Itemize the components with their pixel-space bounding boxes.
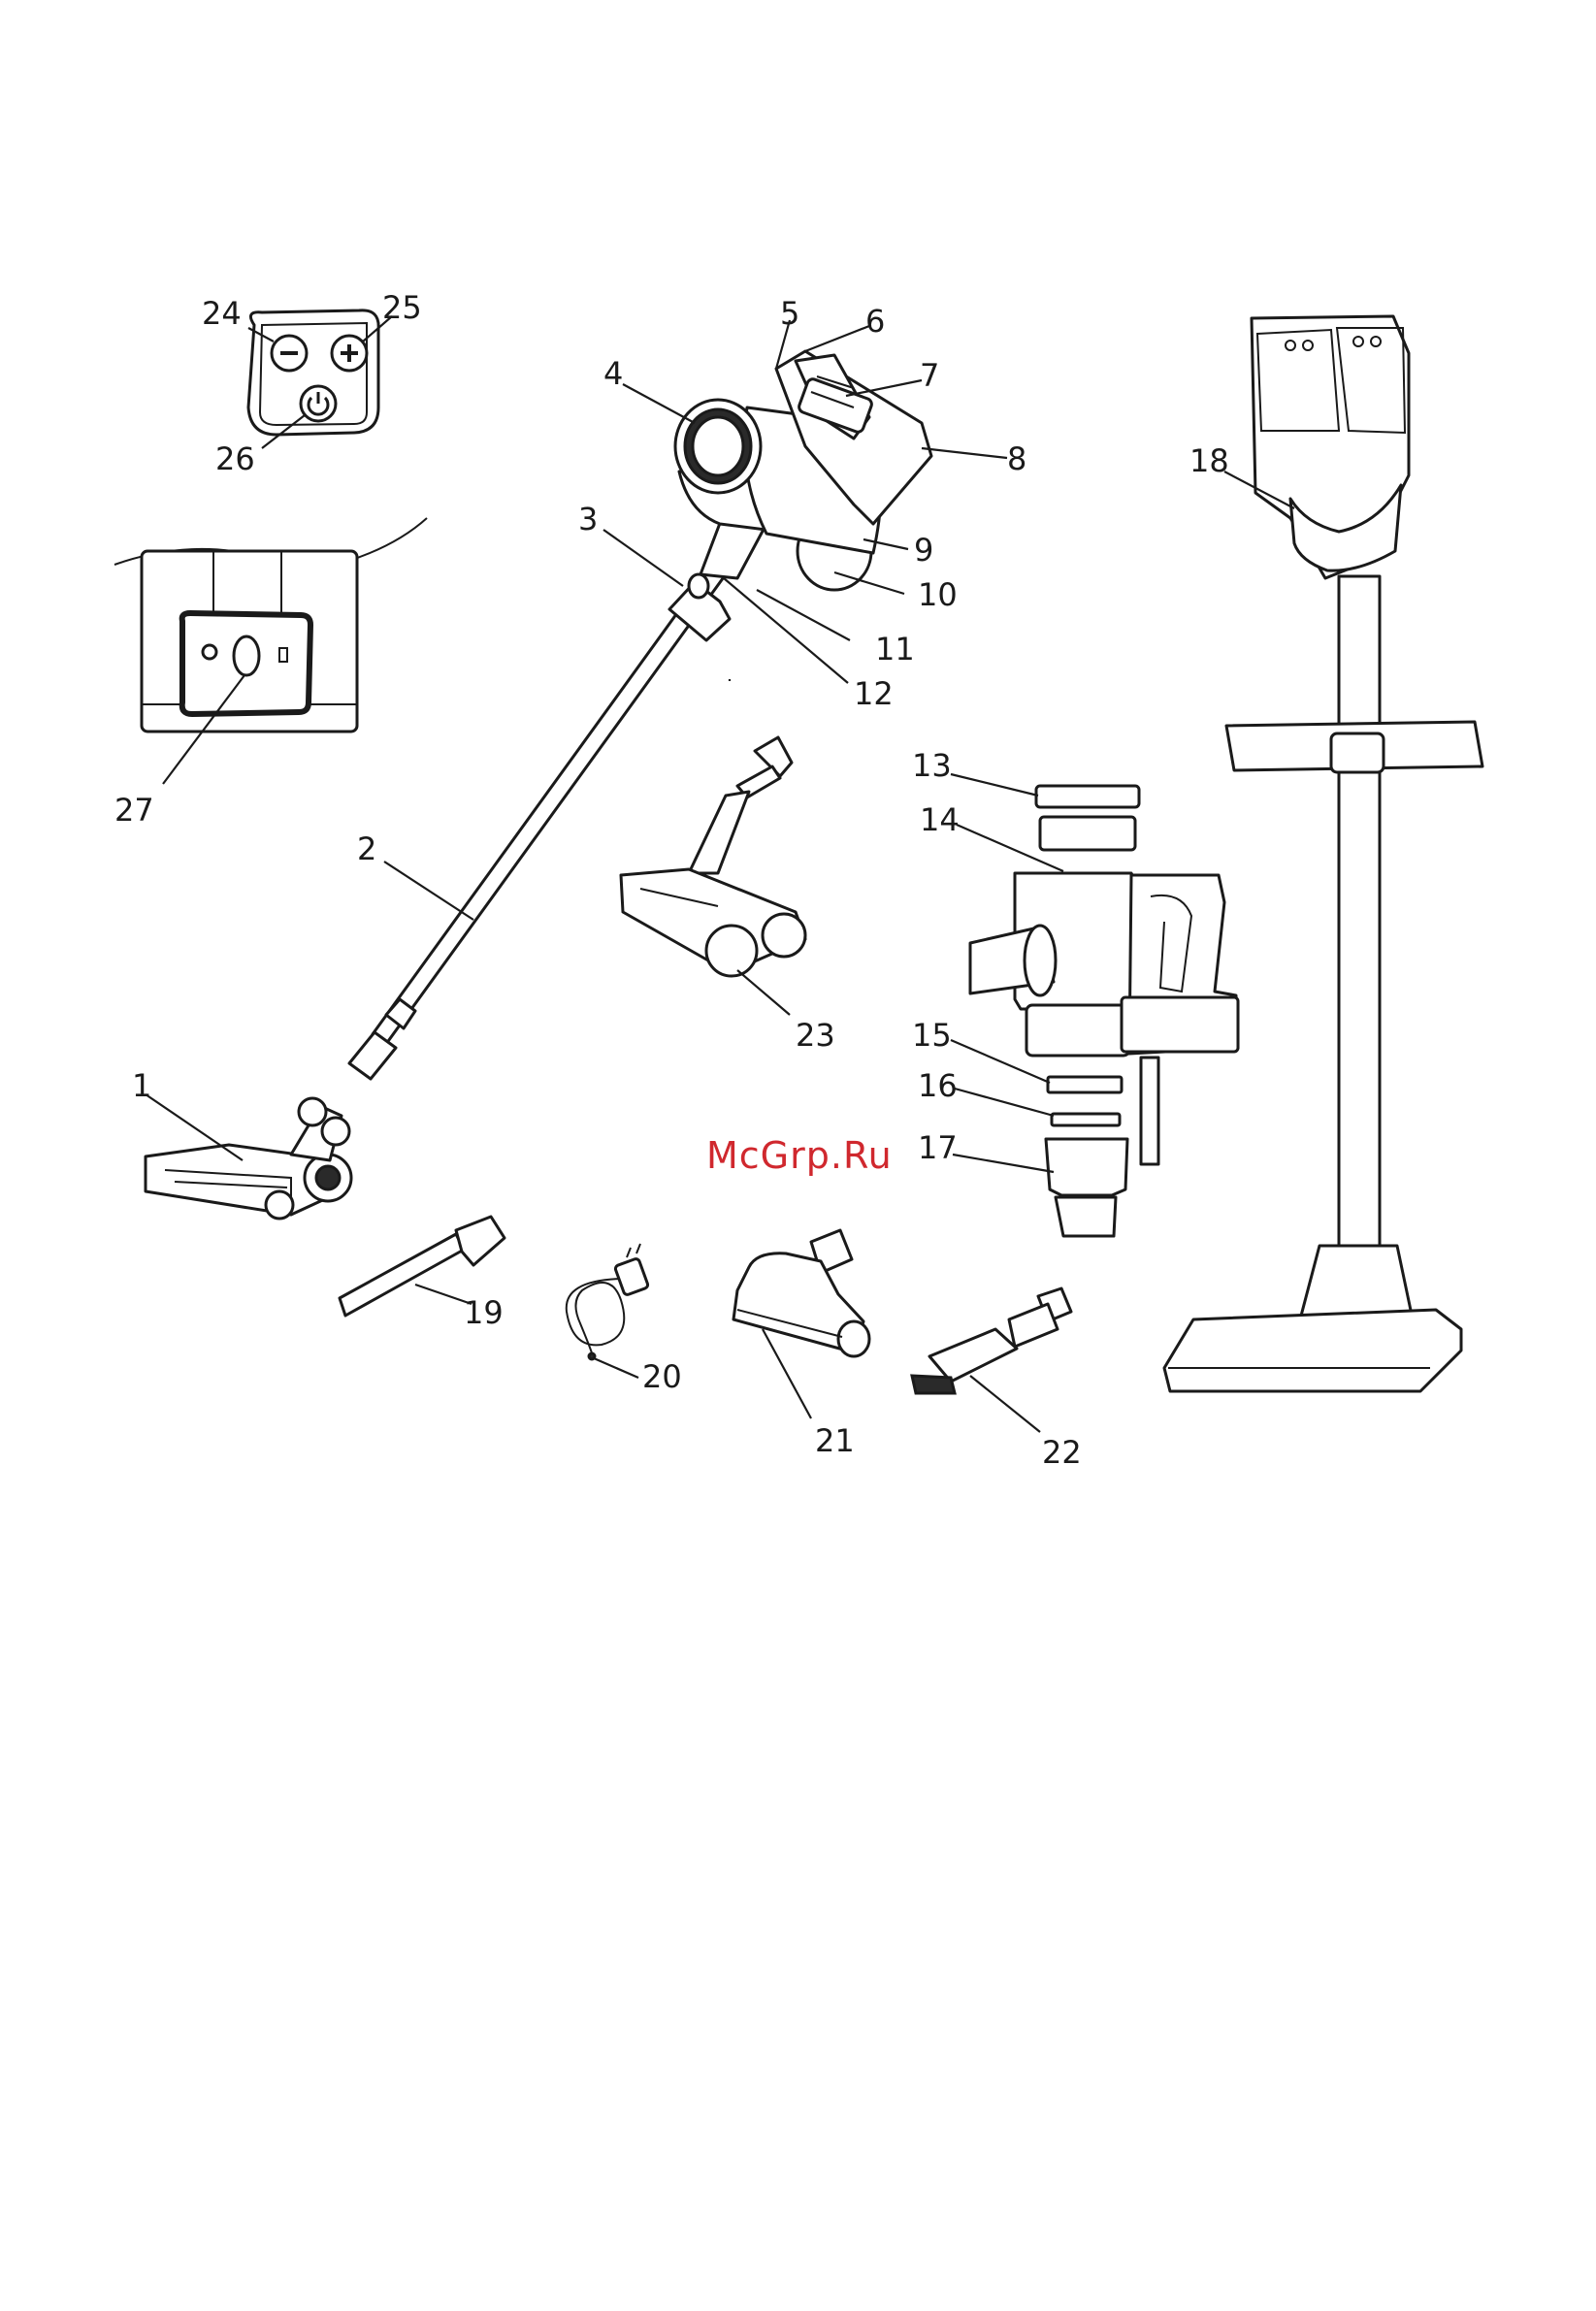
brush-tool-22: [912, 1288, 1071, 1393]
label-27: 27: [114, 792, 154, 829]
motor-body: [675, 351, 931, 598]
label-25: 25: [382, 289, 422, 326]
filter-assembly: [970, 786, 1238, 1236]
label-23: 23: [796, 1017, 835, 1054]
control-panel: [248, 310, 378, 435]
battery-closeup: [114, 518, 427, 732]
label-9: 9: [914, 532, 933, 569]
label-26: 26: [215, 440, 255, 477]
minus-button: [272, 336, 307, 371]
label-1: 1: [132, 1067, 151, 1104]
label-7: 7: [920, 357, 939, 394]
label-22: 22: [1042, 1434, 1082, 1471]
label-3: 3: [578, 501, 598, 537]
label-6: 6: [865, 303, 885, 340]
label-11: 11: [875, 631, 915, 667]
label-8: 8: [1007, 440, 1026, 477]
watermark: McGrp.Ru: [706, 1134, 893, 1177]
plus-button: [332, 336, 367, 371]
label-13: 13: [912, 747, 952, 784]
label-19: 19: [464, 1294, 504, 1331]
label-21: 21: [815, 1422, 855, 1459]
label-10: 10: [918, 576, 958, 613]
charger-20: [567, 1244, 649, 1359]
main-tube: [349, 565, 730, 1079]
label-24: 24: [202, 295, 242, 332]
label-4: 4: [603, 355, 623, 392]
label-20: 20: [642, 1358, 682, 1395]
label-2: 2: [357, 830, 376, 867]
label-5: 5: [780, 295, 799, 332]
minus-icon: [280, 351, 298, 355]
power-button: [301, 386, 336, 421]
label-15: 15: [912, 1017, 952, 1054]
floor-head-23: [621, 737, 805, 976]
label-14: 14: [920, 801, 960, 838]
label-12: 12: [854, 675, 894, 712]
mini-turbo-brush-21: [733, 1230, 869, 1356]
label-18: 18: [1189, 442, 1229, 479]
label-17: 17: [918, 1129, 958, 1166]
label-16: 16: [918, 1067, 958, 1104]
